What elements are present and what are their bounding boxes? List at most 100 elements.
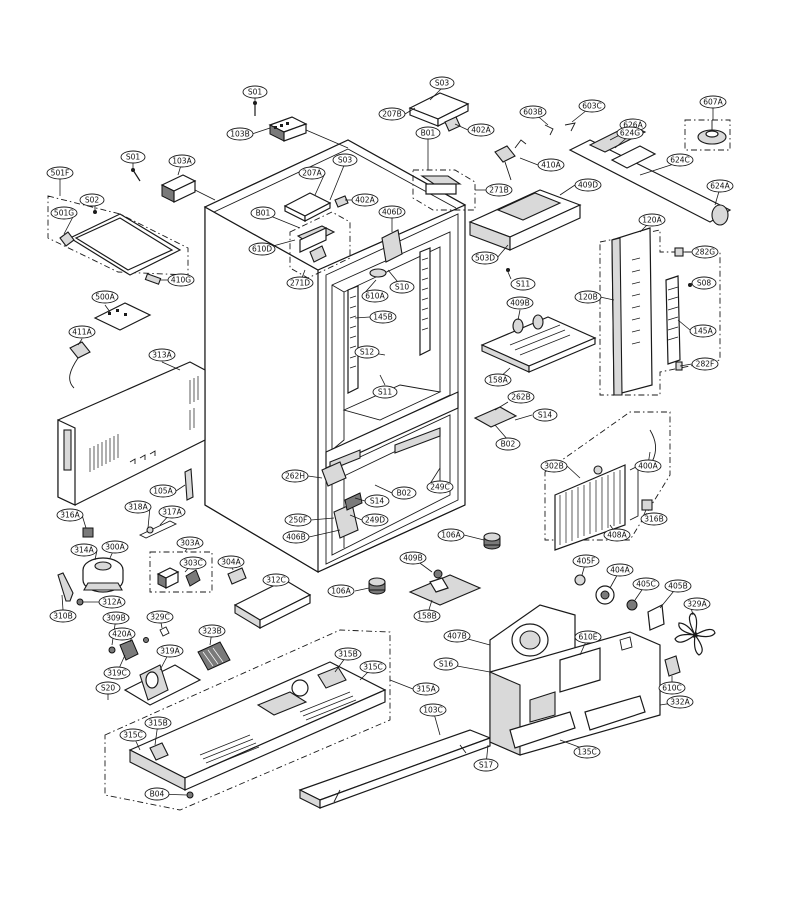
svg-text:603C: 603C bbox=[582, 102, 602, 111]
svg-text:S03: S03 bbox=[435, 79, 450, 88]
label-405C: 405C bbox=[632, 577, 660, 591]
svg-text:319C: 319C bbox=[107, 669, 127, 678]
svg-text:106A: 106A bbox=[331, 587, 351, 596]
grommet-607a bbox=[684, 119, 731, 151]
part-420a bbox=[108, 637, 149, 661]
svg-text:501G: 501G bbox=[54, 209, 74, 218]
svg-text:S16: S16 bbox=[439, 660, 454, 669]
label-411A: 411A bbox=[68, 325, 96, 339]
shroud-319a bbox=[123, 664, 202, 706]
part-610a bbox=[369, 268, 387, 278]
label-410G: 410G bbox=[167, 273, 195, 287]
svg-text:105A: 105A bbox=[153, 487, 173, 496]
svg-text:S01: S01 bbox=[126, 153, 141, 162]
label-603C: 603C bbox=[578, 99, 606, 113]
svg-text:400A: 400A bbox=[638, 462, 658, 471]
svg-text:610C: 610C bbox=[662, 684, 682, 693]
svg-text:607A: 607A bbox=[703, 98, 723, 107]
tray-group-501f bbox=[47, 195, 189, 276]
svg-text:404A: 404A bbox=[610, 566, 630, 575]
cover-103b bbox=[268, 116, 349, 149]
label-262H: 262H bbox=[281, 469, 309, 483]
pcb-500a bbox=[93, 302, 152, 331]
part-329c bbox=[159, 626, 170, 637]
label-106A_a: 106A bbox=[437, 528, 465, 542]
label-207B: 207B bbox=[378, 107, 406, 121]
label-316A: 316A bbox=[56, 508, 84, 522]
svg-text:103A: 103A bbox=[172, 157, 192, 166]
tray-312c bbox=[233, 579, 312, 629]
label-319A: 319A bbox=[156, 644, 184, 658]
label-302B: 302B bbox=[540, 459, 568, 473]
right-rail-145b bbox=[419, 247, 431, 356]
svg-text:610A: 610A bbox=[365, 292, 385, 301]
hinge-box-271d bbox=[289, 211, 351, 279]
svg-text:409D: 409D bbox=[578, 181, 598, 190]
front-grill-103c bbox=[298, 729, 492, 809]
svg-text:624C: 624C bbox=[670, 156, 690, 165]
svg-text:316B: 316B bbox=[644, 515, 663, 524]
label-500A: 500A bbox=[91, 290, 119, 304]
label-409B_b: 409B bbox=[399, 551, 427, 565]
left-rail-145b bbox=[347, 285, 359, 394]
label-S20: S20 bbox=[95, 681, 121, 695]
label-624C: 624C bbox=[666, 153, 694, 167]
label-610D: 610D bbox=[248, 242, 276, 256]
svg-text:329A: 329A bbox=[687, 600, 707, 609]
svg-text:271B: 271B bbox=[489, 186, 508, 195]
svg-text:610E: 610E bbox=[578, 633, 597, 642]
svg-text:313A: 313A bbox=[152, 351, 172, 360]
svg-text:207B: 207B bbox=[382, 110, 401, 119]
label-318A: 318A bbox=[124, 500, 152, 514]
label-304A: 304A bbox=[217, 555, 245, 569]
svg-text:249D: 249D bbox=[365, 516, 385, 525]
label-S02: S02 bbox=[79, 193, 105, 207]
relay-group-303a bbox=[149, 551, 213, 593]
shelf-158a bbox=[480, 314, 597, 373]
label-315C_b: 315C bbox=[119, 728, 147, 742]
svg-text:103C: 103C bbox=[423, 706, 443, 715]
svg-text:262B: 262B bbox=[511, 393, 530, 402]
svg-text:501F: 501F bbox=[51, 169, 70, 178]
fan-blade-329a bbox=[674, 612, 716, 656]
svg-text:312A: 312A bbox=[102, 598, 122, 607]
svg-text:303A: 303A bbox=[180, 539, 200, 548]
bracket-250f-406b bbox=[333, 492, 363, 539]
label-407B: 407B bbox=[443, 629, 471, 643]
label-315B_b: 315B bbox=[144, 716, 172, 730]
label-317A: 317A bbox=[158, 505, 186, 519]
label-103C: 103C bbox=[419, 703, 447, 717]
label-410A: 410A bbox=[537, 158, 565, 172]
lamp-tray-158b bbox=[408, 569, 482, 606]
label-S17: S17 bbox=[473, 758, 499, 772]
bracket-262h bbox=[321, 461, 347, 487]
svg-text:304A: 304A bbox=[221, 558, 241, 567]
label-103B: 103B bbox=[226, 127, 254, 141]
svg-text:420A: 420A bbox=[112, 630, 132, 639]
label-249D: 249D bbox=[361, 513, 389, 527]
label-207A: 207A bbox=[298, 166, 326, 180]
label-120B: 120B bbox=[574, 290, 602, 304]
svg-text:409B: 409B bbox=[510, 299, 529, 308]
clip-603c bbox=[564, 122, 576, 132]
svg-text:402A: 402A bbox=[471, 126, 491, 135]
label-158B: 158B bbox=[413, 609, 441, 623]
label-406B: 406B bbox=[282, 530, 310, 544]
svg-text:603B: 603B bbox=[523, 108, 542, 117]
label-B02_b: B02 bbox=[391, 486, 417, 500]
label-S16: S16 bbox=[433, 657, 459, 671]
label-S03_a: S03 bbox=[429, 76, 455, 90]
power-cord-411a bbox=[69, 341, 91, 389]
tube-105a bbox=[184, 468, 194, 501]
svg-text:408A: 408A bbox=[607, 531, 627, 540]
svg-text:106A: 106A bbox=[441, 531, 461, 540]
label-400A: 400A bbox=[634, 459, 662, 473]
svg-text:610D: 610D bbox=[252, 245, 272, 254]
label-309B: 309B bbox=[102, 611, 130, 625]
part-310b bbox=[57, 572, 74, 602]
trim-135c bbox=[509, 695, 646, 749]
svg-text:271D: 271D bbox=[290, 279, 310, 288]
label-610C: 610C bbox=[658, 681, 686, 695]
svg-text:S01: S01 bbox=[248, 88, 263, 97]
